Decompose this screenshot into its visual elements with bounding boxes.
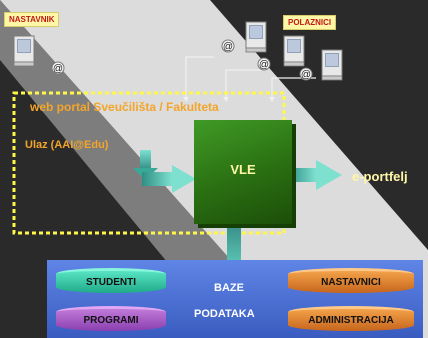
db-studenti: STUDENTI bbox=[56, 268, 166, 293]
tag-polaznici: POLAZNICI bbox=[283, 15, 337, 30]
db-programi: PROGRAMI bbox=[56, 306, 166, 331]
vle-block: VLE bbox=[194, 120, 292, 224]
computer-icon bbox=[13, 35, 35, 67]
email-at-icon bbox=[51, 61, 65, 75]
login-label: Ulaz (AAI@Edu) bbox=[25, 139, 109, 151]
email-at-icon bbox=[299, 67, 313, 81]
login-arrow bbox=[133, 150, 196, 193]
computer-icon bbox=[283, 35, 305, 67]
db-administracija: ADMINISTRACIJA bbox=[288, 306, 414, 331]
podataka-label: PODATAKA bbox=[194, 308, 255, 320]
baze-label: BAZE bbox=[214, 282, 244, 294]
db-nastavnici: NASTAVNICI bbox=[288, 268, 414, 293]
eportfolio-arrow bbox=[288, 160, 342, 190]
computer-icon bbox=[321, 49, 343, 81]
portal-label: web portal Sveučilišta / Fakulteta bbox=[30, 100, 219, 114]
eportfolio-label: e-portfelj bbox=[352, 169, 408, 184]
connector-arrowheads bbox=[183, 97, 275, 102]
email-at-icon bbox=[221, 39, 235, 53]
email-at-icon bbox=[257, 57, 271, 71]
vle-label: VLE bbox=[230, 162, 256, 177]
tag-nastavnik: NASTAVNIK bbox=[4, 12, 60, 27]
computer-icon bbox=[245, 21, 267, 53]
